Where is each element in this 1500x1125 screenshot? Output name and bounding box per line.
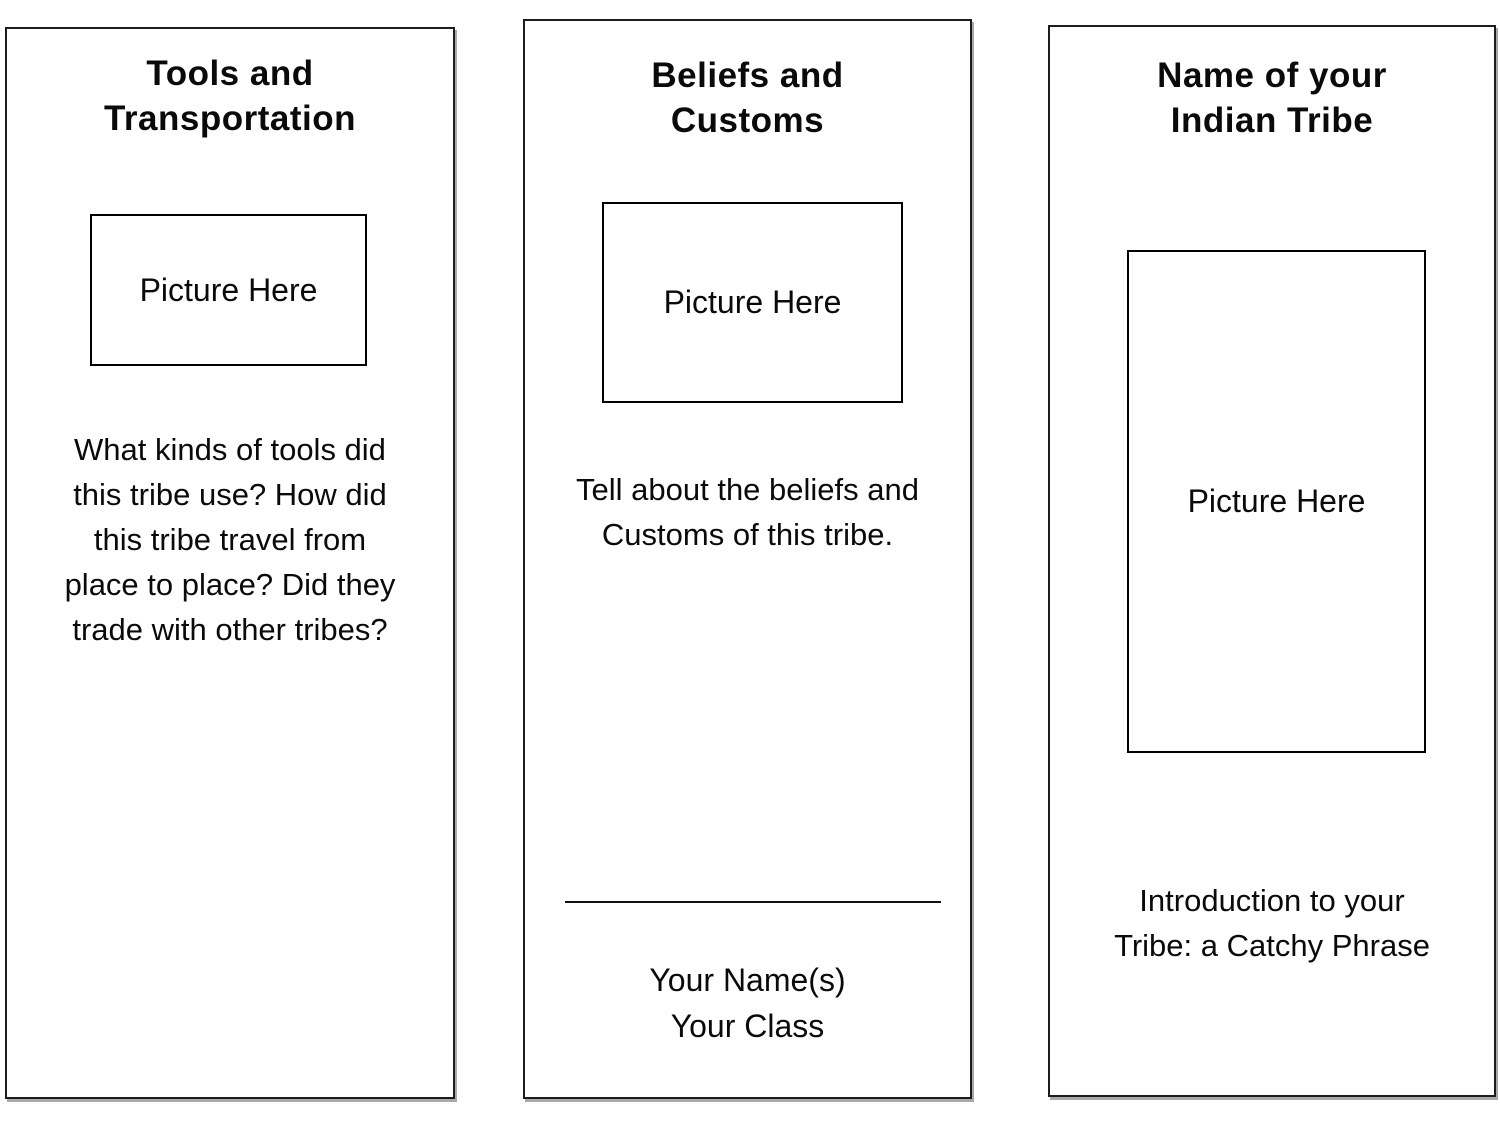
picture-placeholder-label: Picture Here xyxy=(663,284,842,320)
picture-placeholder-box: Picture Here xyxy=(1127,250,1426,753)
author-class-placeholder: Your Class xyxy=(670,1008,825,1044)
picture-placeholder-label: Picture Here xyxy=(139,271,318,308)
panel-title-line-1: Name of your xyxy=(1157,56,1387,95)
author-block: Your Name(s) Your Class xyxy=(525,957,970,1049)
panel-tribe-name-cover: Name of your Indian Tribe Picture Here I… xyxy=(1048,25,1496,1097)
panel-tools-transportation: Tools and Transportation Picture Here Wh… xyxy=(5,27,455,1099)
intro-catchy-phrase-text: Introduction to your Tribe: a Catchy Phr… xyxy=(1114,883,1430,963)
picture-placeholder-box: Picture Here xyxy=(90,214,367,366)
panel-title-beliefs: Beliefs and Customs xyxy=(525,53,970,143)
panel-beliefs-customs: Beliefs and Customs Picture Here Tell ab… xyxy=(523,19,972,1099)
panel-title-tribe-name: Name of your Indian Tribe xyxy=(1050,53,1494,143)
panel-title-line-2: Indian Tribe xyxy=(1170,101,1374,140)
panel-title-line-2: Customs xyxy=(670,101,825,140)
panel-title-tools: Tools and Transportation xyxy=(7,51,453,141)
picture-placeholder-box: Picture Here xyxy=(602,202,903,403)
author-name-placeholder: Your Name(s) xyxy=(649,962,846,998)
panel-title-line-1: Tools and xyxy=(146,54,314,93)
tools-questions-text: What kinds of tools did this tribe use? … xyxy=(64,432,396,647)
picture-placeholder-label: Picture Here xyxy=(1187,483,1366,519)
signature-rule-line xyxy=(565,901,941,903)
panel-title-line-2: Transportation xyxy=(103,99,357,138)
beliefs-prompt-text: Tell about the beliefs and Customs of th… xyxy=(576,472,919,552)
panel-title-line-1: Beliefs and xyxy=(651,56,844,95)
